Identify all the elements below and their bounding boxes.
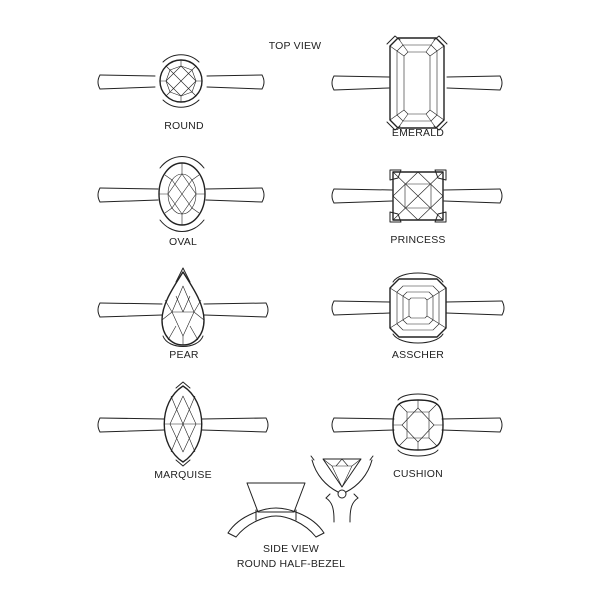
side-view-subtitle: ROUND HALF-BEZEL bbox=[237, 558, 345, 570]
label-round: ROUND bbox=[164, 120, 204, 132]
label-asscher: ASSCHER bbox=[392, 349, 444, 361]
ring-marquise: MARQUISE bbox=[97, 381, 269, 481]
side-view-illustration: SIDE VIEW ROUND HALF-BEZEL bbox=[227, 455, 374, 570]
ring-cushion: CUSHION bbox=[331, 393, 503, 480]
ring-pear: PEAR bbox=[97, 267, 269, 361]
label-princess: PRINCESS bbox=[390, 234, 445, 246]
label-emerald: EMERALD bbox=[392, 127, 444, 139]
side-view-title: SIDE VIEW bbox=[263, 543, 319, 555]
label-marquise: MARQUISE bbox=[154, 469, 212, 481]
label-oval: OVAL bbox=[169, 236, 197, 248]
ring-princess: PRINCESS bbox=[331, 169, 503, 246]
ring-oval: OVAL bbox=[97, 155, 265, 248]
ring-emerald: EMERALD bbox=[331, 35, 503, 139]
top-view-title: TOP VIEW bbox=[269, 40, 322, 52]
ring-asscher: ASSCHER bbox=[331, 272, 505, 361]
label-cushion: CUSHION bbox=[393, 468, 443, 480]
ring-round: ROUND bbox=[97, 54, 265, 132]
label-pear: PEAR bbox=[169, 349, 199, 361]
